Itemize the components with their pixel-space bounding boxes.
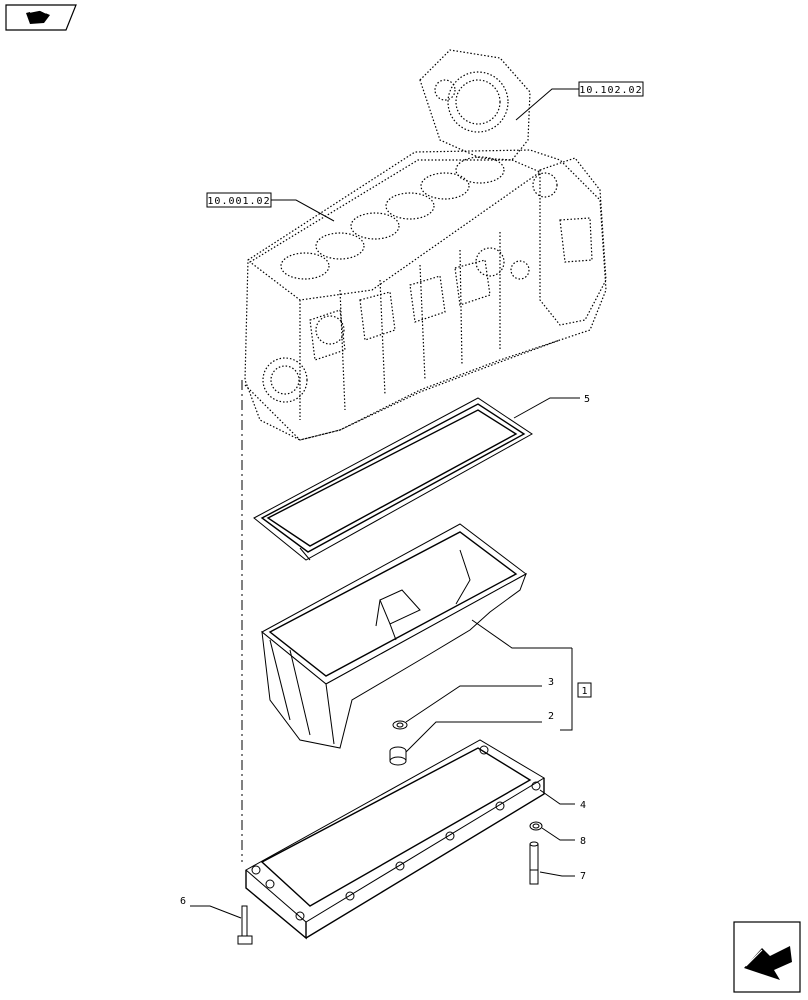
- next-page-button[interactable]: [733, 921, 801, 993]
- callout-washer-label: 3: [548, 677, 554, 688]
- stud-leader: [539, 871, 575, 877]
- bolt: [237, 905, 253, 945]
- bolt-leader: [190, 905, 242, 919]
- oil-pan-frame: [245, 739, 545, 940]
- callout-stud-label: 7: [580, 871, 586, 882]
- frame-leader: [539, 789, 575, 805]
- oil-pan: [261, 523, 527, 749]
- callout-oil-pan-label: 1: [581, 686, 587, 697]
- reference-timing-cover-label: 10.102.02: [579, 85, 642, 96]
- seal-ring-leader: [541, 827, 575, 841]
- oil-pan-gasket: [253, 397, 533, 561]
- oil-pan-group-callout[interactable]: 1: [577, 682, 592, 698]
- seal-ring: [529, 821, 543, 831]
- stud: [529, 841, 539, 885]
- callout-gasket-label: 5: [584, 394, 590, 405]
- oil-pan-leader: [471, 619, 572, 649]
- plug-leader: [405, 721, 542, 753]
- reference-timing-cover[interactable]: 10.102.02: [515, 81, 644, 121]
- book-navigation-button[interactable]: [5, 4, 77, 31]
- callout-plug-label: 2: [548, 711, 554, 722]
- callout-pan-frame-label: 4: [580, 800, 586, 811]
- drain-plug-washer: [392, 720, 408, 730]
- reference-engine-block-label: 10.001.02: [207, 196, 270, 207]
- drain-plug: [389, 746, 407, 766]
- callout-bolt-label: 6: [180, 896, 186, 907]
- next-page-arrow-icon: [744, 946, 792, 980]
- gasket-leader: [513, 397, 580, 419]
- callout-seal-ring-label: 8: [580, 836, 586, 847]
- engine-block-drawing: [244, 49, 607, 441]
- book-navigation-icon: [26, 9, 50, 24]
- group-bracket: [560, 648, 573, 731]
- washer-leader: [405, 685, 542, 723]
- reference-engine-block[interactable]: 10.001.02: [206, 192, 335, 222]
